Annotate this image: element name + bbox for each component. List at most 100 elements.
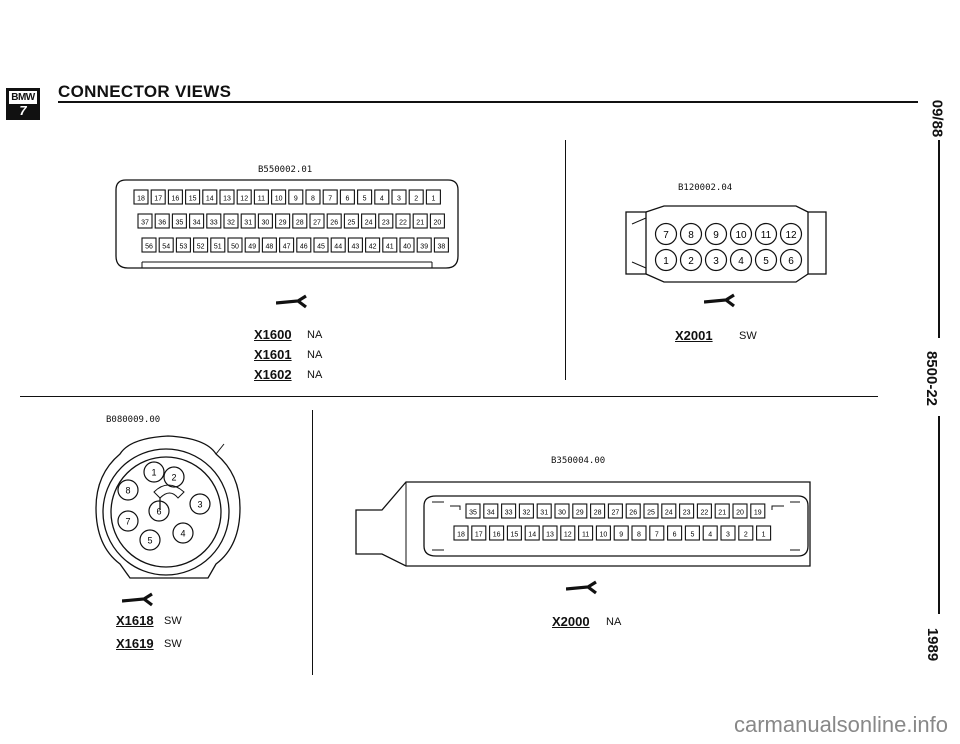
connector-2-plug-symbol: [704, 293, 735, 308]
connector-1-pin: 44: [330, 237, 346, 253]
connector-4-pin: 34: [483, 503, 499, 519]
connector-1-pin: 34: [189, 213, 205, 229]
svg-text:42: 42: [369, 244, 377, 251]
connector-4-pin: 35: [465, 503, 481, 519]
svg-text:15: 15: [189, 196, 197, 203]
svg-text:35: 35: [469, 510, 477, 517]
connector-4-pin: 8: [631, 525, 647, 541]
connector-1-pin: 1: [425, 189, 441, 205]
divider-vertical-top: [565, 140, 566, 380]
connector-4-pin: 17: [471, 525, 487, 541]
svg-text:26: 26: [330, 220, 338, 227]
svg-text:32: 32: [227, 220, 235, 227]
connector-1-pin: 22: [395, 213, 411, 229]
connector-1-pin: 47: [279, 237, 295, 253]
connector-x1619-code: SW: [164, 638, 182, 650]
svg-text:14: 14: [206, 196, 214, 203]
connector-2-pin: 8: [679, 222, 703, 246]
svg-text:10: 10: [600, 532, 608, 539]
svg-text:3: 3: [726, 532, 730, 539]
connector-1-pin: 2: [408, 189, 424, 205]
svg-text:33: 33: [505, 510, 513, 517]
connector-x1600-id: X1600: [254, 327, 292, 342]
connector-3-plug-symbol: [122, 592, 153, 607]
connector-1-pin: 54: [158, 237, 174, 253]
svg-text:3: 3: [197, 500, 202, 510]
divider-horizontal: [20, 396, 878, 397]
connector-1-pin: 21: [412, 213, 428, 229]
svg-text:12: 12: [564, 532, 572, 539]
svg-text:7: 7: [328, 196, 332, 203]
connector-x1601-id: X1601: [254, 347, 292, 362]
svg-text:22: 22: [701, 510, 709, 517]
svg-text:5: 5: [763, 256, 769, 267]
svg-text:4: 4: [180, 529, 185, 539]
connector-1-pin: 28: [292, 213, 308, 229]
connector-1-pin: 30: [257, 213, 273, 229]
svg-text:30: 30: [558, 510, 566, 517]
connector-2-pin: 12: [779, 222, 803, 246]
connector-1-pin: 24: [361, 213, 377, 229]
connector-1-pin: 4: [374, 189, 390, 205]
svg-text:16: 16: [493, 532, 501, 539]
connector-1-pin: 29: [275, 213, 291, 229]
svg-text:11: 11: [761, 230, 772, 241]
svg-text:31: 31: [540, 510, 548, 517]
connector-3-ref: B080009.00: [106, 415, 161, 425]
svg-text:54: 54: [162, 244, 170, 251]
svg-text:24: 24: [365, 220, 373, 227]
connector-4-pin: 20: [732, 503, 748, 519]
svg-text:19: 19: [754, 510, 762, 517]
connector-1-pin: 25: [343, 213, 359, 229]
svg-text:20: 20: [736, 510, 744, 517]
svg-text:7: 7: [125, 517, 130, 527]
connector-1-pin: 11: [253, 189, 269, 205]
svg-text:20: 20: [434, 220, 442, 227]
connector-1-pin: 52: [193, 237, 209, 253]
connector-1-pin: 51: [210, 237, 226, 253]
connector-4-pin: 9: [613, 525, 629, 541]
connector-2-pin: 3: [704, 248, 728, 272]
connector-2-pin: 9: [704, 222, 728, 246]
svg-text:15: 15: [511, 532, 519, 539]
connector-4-pin: 11: [578, 525, 594, 541]
svg-text:34: 34: [487, 510, 495, 517]
svg-text:7: 7: [663, 230, 669, 241]
connector-1-pin: 43: [347, 237, 363, 253]
connector-4-pin: 2: [738, 525, 754, 541]
connector-2-pin: 4: [729, 248, 753, 272]
connector-4-pin: 3: [720, 525, 736, 541]
svg-text:24: 24: [665, 510, 673, 517]
connector-3-pin: 3: [189, 493, 211, 515]
connector-1-pin: 10: [271, 189, 287, 205]
watermark: carmanualsonline.info: [733, 712, 948, 737]
connector-1-pin: 39: [416, 237, 432, 253]
connector-3-pin: 5: [139, 529, 161, 551]
svg-text:56: 56: [145, 244, 153, 251]
svg-text:9: 9: [713, 230, 719, 241]
connector-1-pin: 16: [167, 189, 183, 205]
connector-1-pin: 8: [305, 189, 321, 205]
connector-2-ref: B120002.04: [678, 183, 733, 193]
connector-4-pin: 28: [590, 503, 606, 519]
connector-1-pin: 32: [223, 213, 239, 229]
svg-text:1: 1: [431, 196, 435, 203]
logo-top-text: BMW: [9, 91, 37, 104]
connector-1-pin: 14: [202, 189, 218, 205]
connector-x1619-id: X1619: [116, 636, 154, 651]
connector-4-pin: 24: [661, 503, 677, 519]
connector-3-pin: 2: [163, 466, 185, 488]
svg-text:38: 38: [438, 244, 446, 251]
svg-text:12: 12: [240, 196, 248, 203]
connector-1-pin: 17: [150, 189, 166, 205]
connector-4-pin: 1: [756, 525, 772, 541]
connector-1-pin: 26: [326, 213, 342, 229]
side-date: 09/88: [928, 99, 946, 138]
svg-text:37: 37: [141, 220, 149, 227]
connector-1-pin: 7: [322, 189, 338, 205]
connector-x1602-code: NA: [307, 369, 323, 381]
connector-1-pin: 37: [137, 213, 153, 229]
connector-4-pin: 7: [649, 525, 665, 541]
